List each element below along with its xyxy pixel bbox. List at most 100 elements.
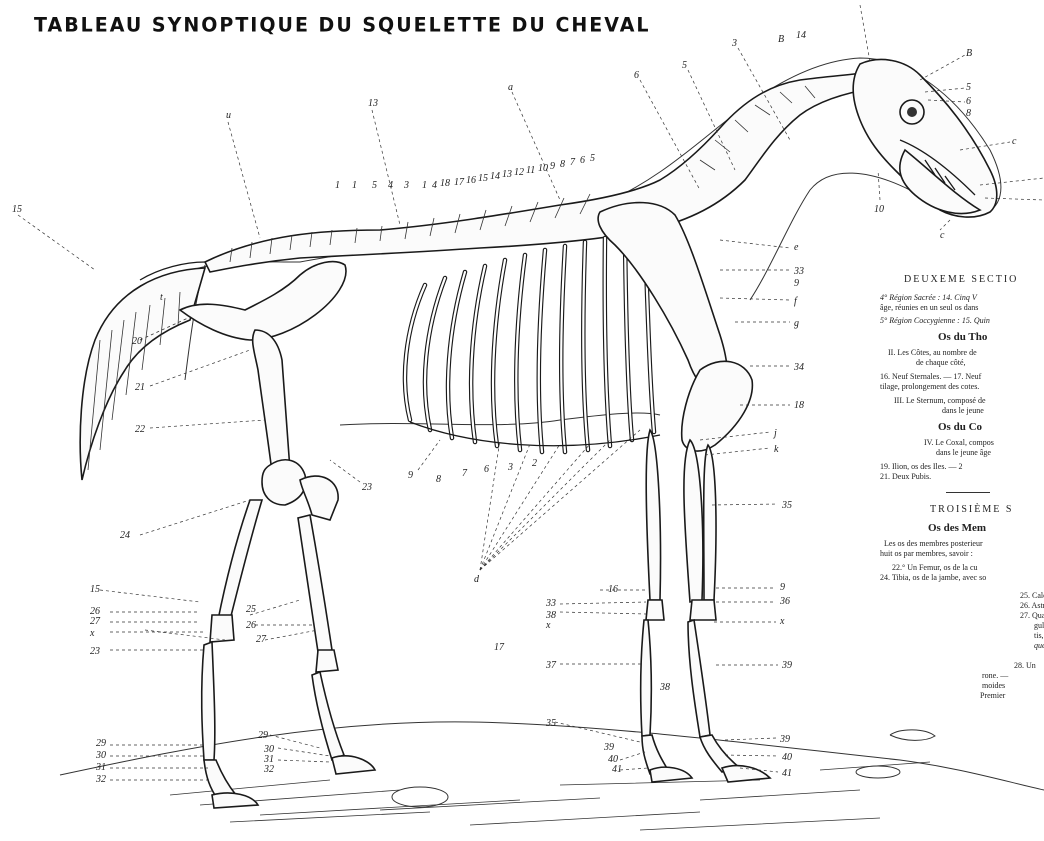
v-label-14: 14 [490,171,500,182]
label-37: 37 [545,660,557,671]
label-16: 16 [608,584,618,595]
label-x-front: x [545,620,551,631]
label-9-rib: 9 [408,470,413,481]
legend-line: 22.° Un Femur, os de la cu [880,563,1044,573]
label-26: 26 [246,620,256,631]
label-27: 27 [256,634,267,645]
label-d: d [474,574,480,585]
v-label-5: 5 [372,180,377,191]
v-label-7: 7 [570,157,576,168]
legend-line: tis, [880,631,1044,641]
legend-line: 16. Neuf Sternales. — 17. Neuf [880,372,1044,382]
legend-line: 26. Astr [880,601,1044,611]
label-6-rib: 6 [484,464,489,475]
v-label-8: 8 [560,159,565,170]
label-24: 24 [120,530,130,541]
v-label-18: 18 [440,178,450,189]
label-25: 25 [246,604,256,615]
label-b: B [966,48,972,59]
v-label-5b: 5 [590,153,595,164]
label-g: g [794,318,799,329]
v-label-10: 10 [538,163,548,174]
legend-line: II. Les Côtes, au nombre de [880,348,1044,358]
legend-line: 19. Ilion, os des Iles. — 2 [880,462,1044,472]
legend-line: tilage, prolongement des cotes. [880,382,1044,392]
label-40: 40 [782,752,792,763]
v-label-13: 13 [502,169,512,180]
legend-line: gul [880,621,1044,631]
label-39c: 39 [779,734,790,745]
v-label-16: 16 [466,175,476,186]
label-3: 3 [731,38,737,49]
label-38b: 38 [659,682,670,693]
label-13: 13 [368,98,378,109]
thorax-heading: Os du Tho [938,332,1044,342]
label-f: f [794,296,798,307]
v-label-9: 9 [550,161,555,172]
legend-line: moides [880,681,1044,691]
v-label-1: 1 [335,180,340,191]
label-36: 36 [779,596,790,607]
label-41b: 41 [612,764,622,775]
label-5b: 5 [966,82,971,93]
legend-line: 27. Quat [880,611,1044,621]
label-15-leg: 15 [90,584,100,595]
legend-line: 21. Deux Pubis. [880,472,1044,482]
v-label-4: 4 [388,180,393,191]
label-30: 30 [95,750,106,761]
legend-line: que [880,641,1044,651]
label-6: 6 [634,70,639,81]
legend-line: 24. Tibia, os de la jambe, avec so [880,573,1044,583]
label-34: 34 [793,362,804,373]
label-21: 21 [135,382,145,393]
label-8: 8 [966,108,971,119]
label-B: B [778,34,784,45]
legend-line: 28. Un [880,661,1044,671]
v-label-0: 1 [352,180,357,191]
label-9b: 9 [794,278,799,289]
label-20: 20 [132,336,142,347]
label-29b: 29 [258,730,268,741]
label-39b: 39 [603,742,614,753]
label-3-rib: 3 [507,462,513,473]
label-32: 32 [95,774,106,785]
label-31: 31 [95,762,106,773]
legend-line: IV. Le Coxal, compos [880,438,1044,448]
legend-line: 5° Région Coccygienne : 15. Quin [880,316,1044,326]
legend-column: DEUXÈME SECTIO 4° Région Sacrée : 14. Ci… [880,275,1044,841]
label-33: 33 [545,598,556,609]
v-label-11: 11 [526,165,535,176]
label-35b: 35 [781,500,792,511]
label-14: 14 [796,30,806,41]
members-heading: Os des Mem [928,523,1044,533]
label-23-leg: 23 [90,646,100,657]
label-15: 15 [12,204,22,215]
label-c: c [940,230,945,241]
label-2-rib: 2 [532,458,537,469]
skull [853,60,997,218]
label-7-rib: 7 [462,468,468,479]
label-x-right: x [779,616,785,627]
legend-line: dans le jeune âge [880,448,1044,458]
label-9c: 9 [780,582,785,593]
legend-line: âge, réunies en un seul os dans [880,303,1044,313]
label-33b: 33 [793,266,804,277]
label-a: a [508,82,513,93]
hind-limb [180,262,375,808]
label-10: 10 [874,204,884,215]
legend-line: 4° Région Sacrée : 14. Cinq V [880,293,1044,303]
label-39: 39 [781,660,792,671]
rib-cage [405,235,660,452]
section-two-heading: DEUXÈME SECTIO [904,275,1044,285]
label-x-leg: x [89,628,95,639]
legend-line: rone. — [880,671,1044,681]
label-35: 35 [545,718,556,729]
label-27-leg: 27 [90,616,101,627]
label-23: 23 [362,482,372,493]
divider [946,492,990,493]
legend-line: dans le jeune [880,406,1044,416]
v-label-v4: 4 [432,180,437,191]
legend-line: 25. Calc [880,591,1044,601]
label-u: u [226,110,231,121]
label-j: j [772,428,777,439]
